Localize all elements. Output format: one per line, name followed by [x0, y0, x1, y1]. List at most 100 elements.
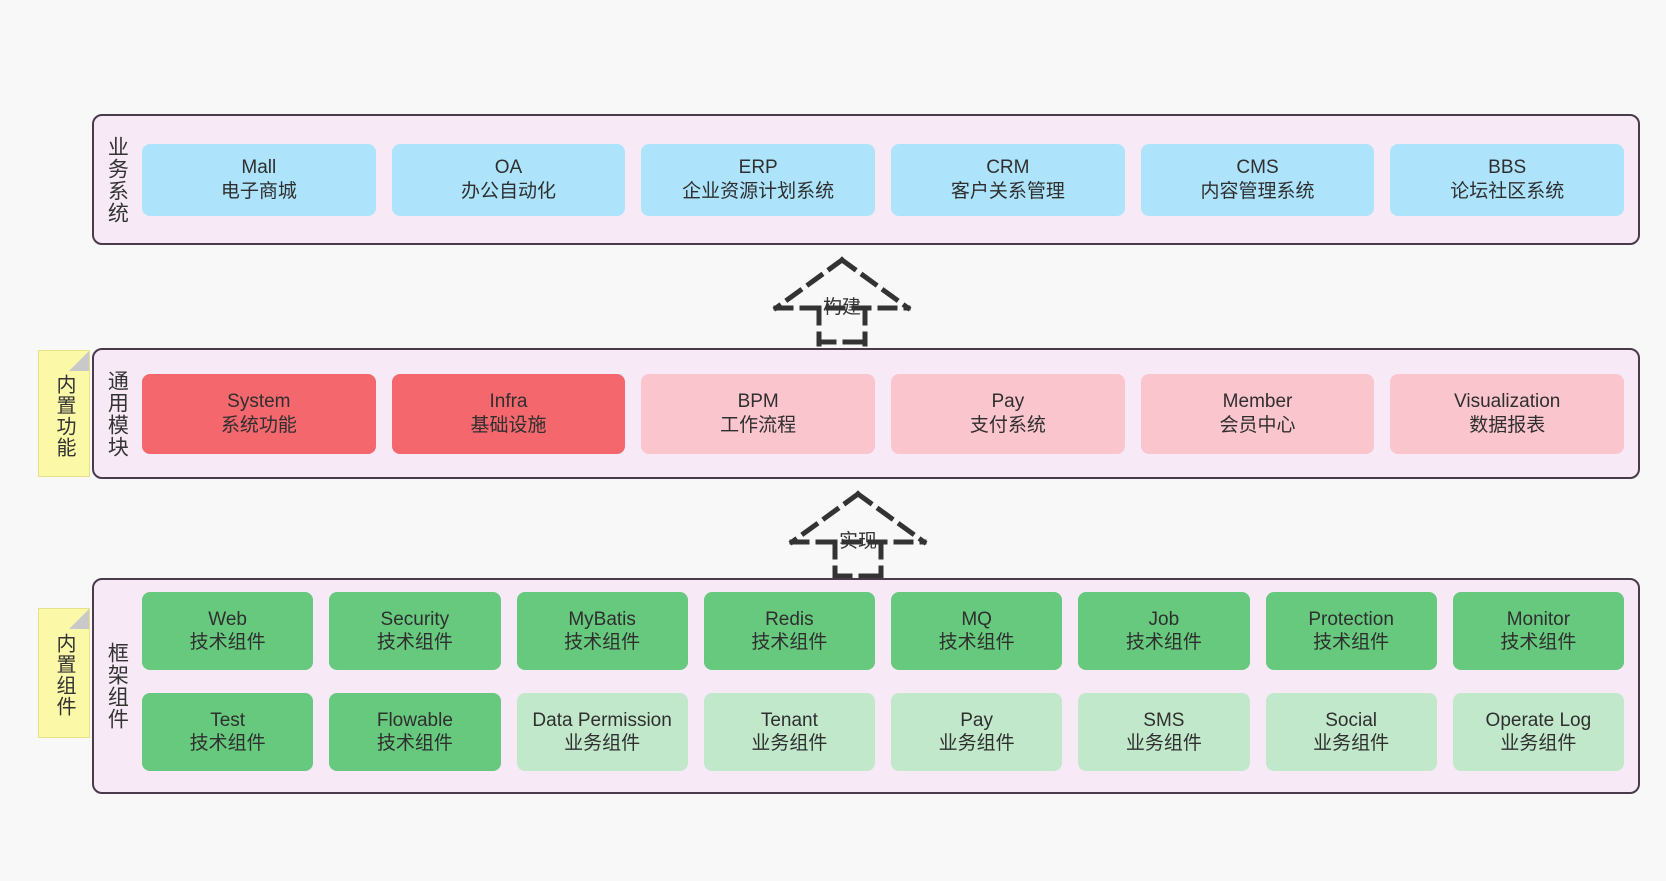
framework-row-business: Test 技术组件 Flowable 技术组件 Data Permission …: [142, 693, 1624, 780]
layer-body-common-modules: System 系统功能 Infra 基础设施 BPM 工作流程 Pay 支付系统…: [138, 350, 1638, 477]
connector-label-implement: 实现: [838, 531, 878, 552]
box-title-en: Visualization: [1454, 391, 1561, 413]
box-title-cn: 论坛社区系统: [1450, 180, 1565, 202]
box-title-en: MQ: [961, 608, 992, 630]
box-title-cn: 技术组件: [189, 733, 266, 754]
box-title-cn: 基础设施: [470, 414, 547, 436]
box-title-en: Job: [1148, 608, 1180, 630]
box-bbs[interactable]: BBS 论坛社区系统: [1390, 143, 1625, 216]
connector-implement: 实现: [778, 490, 938, 581]
box-tenant[interactable]: Tenant 业务组件: [703, 693, 875, 771]
box-title-cn: 会员中心: [1219, 414, 1296, 436]
box-sms[interactable]: SMS 业务组件: [1078, 693, 1250, 771]
box-title-cn: 技术组件: [1125, 632, 1202, 653]
box-title-cn: 技术组件: [376, 632, 453, 653]
box-title-en: MyBatis: [568, 608, 636, 630]
layer-common-modules: 通用模块 System 系统功能 Infra 基础设施 BPM 工作流程 Pay…: [92, 348, 1640, 479]
box-title-cn: 电子商城: [220, 180, 297, 202]
box-flowable[interactable]: Flowable 技术组件: [329, 693, 501, 771]
connector-build: 构建: [762, 256, 922, 347]
layer-label-business-systems: 业务系统: [105, 135, 129, 224]
box-bpm[interactable]: BPM 工作流程: [641, 373, 876, 454]
layer-business-systems: 业务系统 Mall 电子商城 OA 办公自动化 ERP 企业资源计划系统 CRM…: [92, 114, 1640, 245]
box-title-cn: 系统功能: [220, 414, 297, 436]
box-web[interactable]: Web 技术组件: [142, 592, 314, 670]
box-title-cn: 工作流程: [720, 414, 797, 436]
box-title-en: Monitor: [1506, 608, 1571, 630]
box-test[interactable]: Test 技术组件: [142, 693, 314, 771]
sticky-note-builtin-components: 内置组件: [38, 608, 90, 738]
box-title-en: Infra: [489, 391, 528, 413]
layer-body-framework-components: Web 技术组件 Security 技术组件 MyBatis 技术组件 Redi…: [138, 580, 1638, 792]
sticky-note-text: 内置组件: [53, 633, 75, 717]
box-title-cn: 技术组件: [1500, 632, 1577, 653]
box-title-en: Operate Log: [1485, 709, 1592, 731]
box-cms[interactable]: CMS 内容管理系统: [1140, 143, 1375, 216]
box-data-permission[interactable]: Data Permission 业务组件: [516, 693, 688, 771]
box-title-cn: 数据报表: [1469, 414, 1546, 436]
box-title-cn: 技术组件: [189, 632, 266, 653]
box-title-cn: 技术组件: [938, 632, 1015, 653]
box-title-en: System: [227, 391, 291, 413]
box-title-en: OA: [494, 157, 523, 179]
box-title-en: Test: [210, 709, 246, 731]
box-title-en: Protection: [1308, 608, 1394, 630]
box-title-en: Security: [380, 608, 450, 630]
box-title-en: Data Permission: [532, 709, 672, 731]
layer-label-framework-components: 框架组件: [105, 642, 129, 730]
box-monitor[interactable]: Monitor 技术组件: [1452, 592, 1624, 670]
framework-row-tech: Web 技术组件 Security 技术组件 MyBatis 技术组件 Redi…: [142, 592, 1624, 679]
box-title-en: Member: [1222, 391, 1293, 413]
box-title-en: CMS: [1236, 157, 1279, 179]
layer-framework-components: 框架组件 Web 技术组件 Security 技术组件 MyBatis 技术组件…: [92, 578, 1640, 794]
box-mq[interactable]: MQ 技术组件: [891, 592, 1063, 670]
box-title-cn: 技术组件: [564, 632, 641, 653]
box-title-en: Redis: [765, 608, 814, 630]
box-title-en: BBS: [1488, 157, 1527, 179]
box-pay-component[interactable]: Pay 业务组件: [891, 693, 1063, 771]
box-title-cn: 客户关系管理: [950, 180, 1065, 202]
box-job[interactable]: Job 技术组件: [1078, 592, 1250, 670]
connector-label-build: 构建: [822, 297, 862, 318]
box-title-en: Social: [1325, 709, 1377, 731]
box-infra[interactable]: Infra 基础设施: [391, 373, 626, 454]
box-title-en: BPM: [737, 391, 779, 413]
box-title-en: SMS: [1143, 709, 1185, 731]
box-title-en: Pay: [991, 391, 1025, 413]
box-title-cn: 支付系统: [969, 414, 1046, 436]
box-oa[interactable]: OA 办公自动化: [391, 143, 626, 216]
box-member[interactable]: Member 会员中心: [1140, 373, 1375, 454]
box-title-cn: 技术组件: [376, 733, 453, 754]
box-erp[interactable]: ERP 企业资源计划系统: [641, 143, 876, 216]
box-protection[interactable]: Protection 技术组件: [1265, 592, 1437, 670]
sticky-note-text: 内置功能: [53, 373, 75, 458]
box-title-cn: 技术组件: [751, 632, 828, 653]
box-title-en: Tenant: [760, 709, 818, 731]
box-crm[interactable]: CRM 客户关系管理: [891, 143, 1125, 216]
box-title-en: Mall: [241, 157, 277, 179]
box-title-en: Flowable: [376, 709, 453, 731]
box-title-cn: 业务组件: [938, 733, 1015, 754]
box-title-cn: 业务组件: [1500, 733, 1577, 754]
box-mall[interactable]: Mall 电子商城: [142, 143, 376, 216]
box-title-cn: 技术组件: [1313, 632, 1390, 653]
box-mybatis[interactable]: MyBatis 技术组件: [516, 592, 688, 670]
layer-body-business-systems: Mall 电子商城 OA 办公自动化 ERP 企业资源计划系统 CRM 客户关系…: [138, 116, 1638, 243]
box-system[interactable]: System 系统功能: [142, 373, 376, 454]
box-title-en: Web: [208, 608, 247, 630]
box-title-cn: 企业资源计划系统: [682, 180, 835, 202]
box-title-en: CRM: [986, 157, 1030, 179]
box-redis[interactable]: Redis 技术组件: [703, 592, 875, 670]
box-title-cn: 业务组件: [564, 733, 641, 754]
box-operate-log[interactable]: Operate Log 业务组件: [1452, 693, 1624, 771]
box-pay-module[interactable]: Pay 支付系统: [891, 373, 1125, 454]
layer-label-common-modules: 通用模块: [105, 369, 129, 458]
box-title-cn: 业务组件: [1125, 733, 1202, 754]
box-title-cn: 业务组件: [751, 733, 828, 754]
box-title-en: ERP: [738, 157, 778, 179]
box-visualization[interactable]: Visualization 数据报表: [1390, 373, 1625, 454]
box-security[interactable]: Security 技术组件: [329, 592, 501, 670]
box-social[interactable]: Social 业务组件: [1265, 693, 1437, 771]
box-title-cn: 内容管理系统: [1200, 180, 1315, 202]
